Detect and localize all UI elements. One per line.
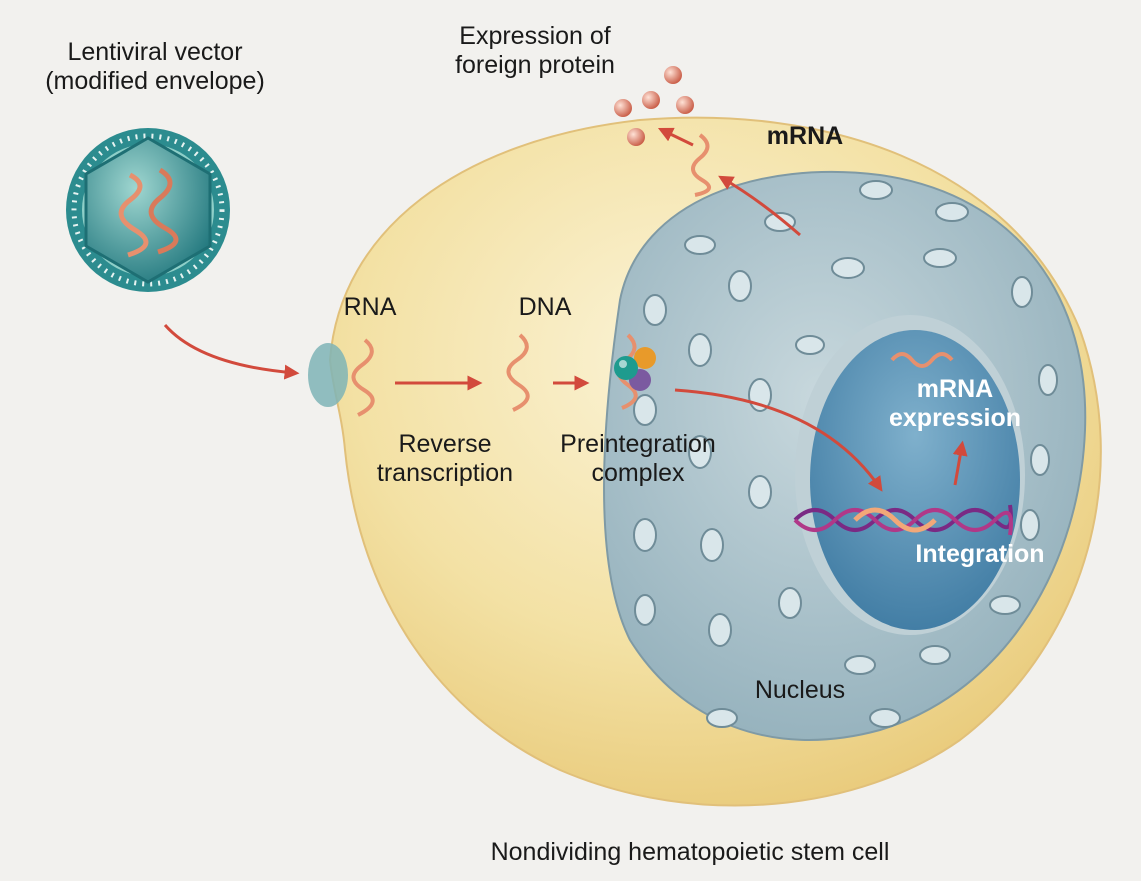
nuclear-import-arrow bbox=[674, 388, 883, 492]
mrna-label: mRNA bbox=[766, 122, 844, 150]
rna-strand bbox=[351, 338, 375, 417]
preintegration-complex-label: Preintegration complex bbox=[528, 430, 748, 488]
mrna-expression-line1: mRNA bbox=[916, 375, 994, 403]
entry-arrow bbox=[163, 324, 300, 380]
mrna-expression-label: mRNA expression bbox=[855, 375, 1055, 433]
nucleus-label: Nucleus bbox=[754, 676, 846, 704]
expression-label-line2: foreign protein bbox=[455, 51, 615, 79]
nuclear-pores bbox=[633, 180, 1058, 728]
process-arrows bbox=[163, 127, 968, 492]
host-dna-helix bbox=[793, 504, 1013, 536]
cell-label: Nondividing hematopoietic stem cell bbox=[490, 838, 890, 866]
dna-label: DNA bbox=[518, 293, 572, 321]
reverse-transcription-line2: transcription bbox=[376, 459, 514, 487]
dna-strand bbox=[506, 333, 530, 412]
reverse-transcription-label: Reverse transcription bbox=[345, 430, 545, 488]
lentiviral-vector-particle bbox=[66, 128, 230, 292]
mrna-cytoplasm-strand bbox=[691, 133, 711, 197]
mrna-nucleus-strand bbox=[890, 352, 954, 368]
expression-label: Expression of foreign protein bbox=[410, 22, 660, 80]
preintegration-complex-line2: complex bbox=[591, 459, 685, 487]
translation-arrow bbox=[657, 127, 694, 147]
vector-label: Lentiviral vector (modified envelope) bbox=[5, 38, 305, 96]
expressed-proteins bbox=[614, 66, 694, 146]
vector-label-line1: Lentiviral vector bbox=[67, 38, 243, 66]
expression-arrow bbox=[952, 440, 968, 486]
rna-label: RNA bbox=[343, 293, 397, 321]
entry-bud bbox=[308, 343, 348, 407]
vector-label-line2: (modified envelope) bbox=[45, 67, 265, 95]
mrna-export-arrow bbox=[718, 175, 801, 237]
integration-label: Integration bbox=[915, 540, 1045, 568]
preintegration-complex bbox=[614, 333, 656, 410]
nucleoplasm bbox=[795, 315, 1025, 635]
expression-label-line1: Expression of bbox=[459, 22, 611, 50]
reverse-transcription-line1: Reverse bbox=[398, 430, 492, 458]
mrna-expression-line2: expression bbox=[888, 404, 1021, 432]
preintegration-complex-line1: Preintegration bbox=[560, 430, 716, 458]
